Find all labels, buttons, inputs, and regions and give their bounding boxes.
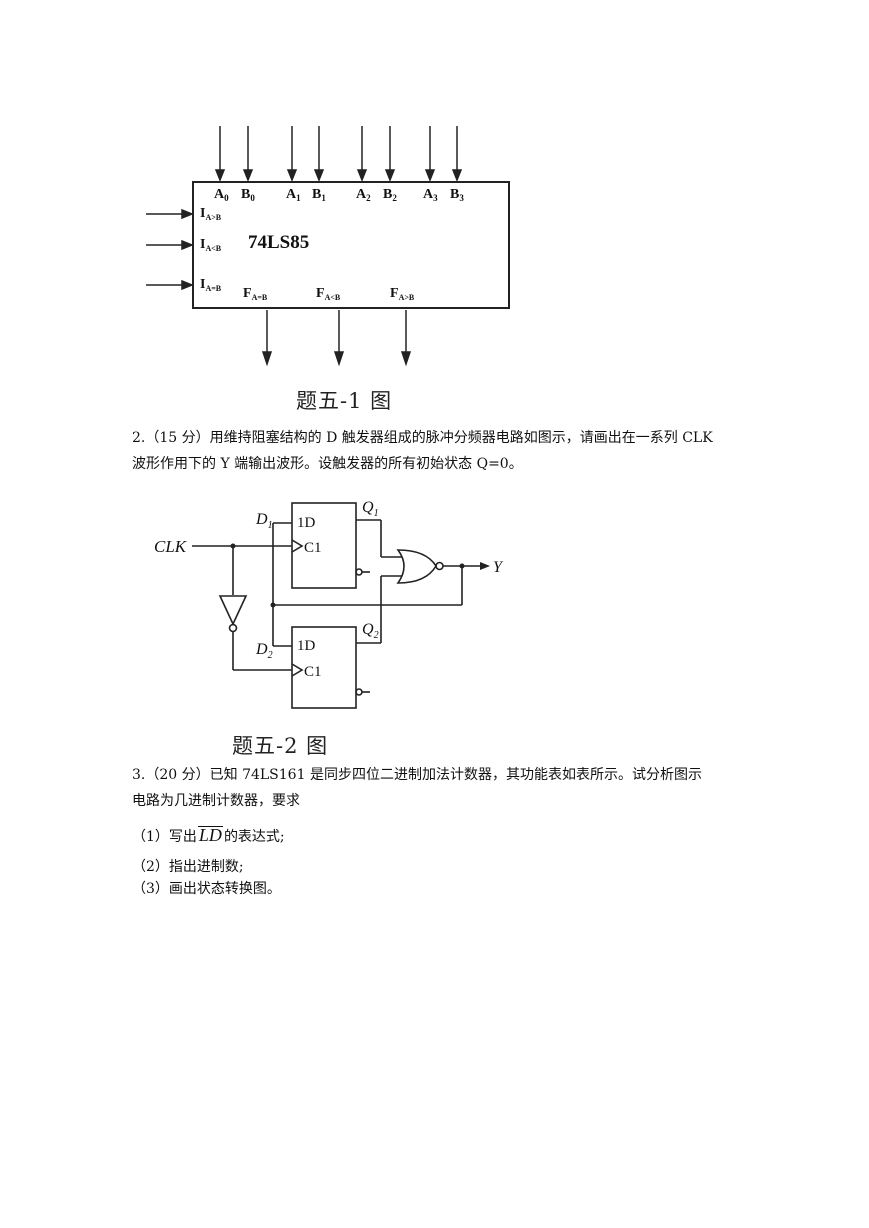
comparator-diagram: A0 B0 A1 B1 A2 B2 A3 B3 IA>B IA<B IA=B 7…	[146, 126, 510, 367]
pin-ia-lt-b: IA<B	[200, 237, 222, 253]
y-label: Y	[493, 559, 504, 576]
pin-b0: B0	[241, 187, 255, 203]
circuit-wires	[192, 502, 480, 709]
q2-label: Q2	[362, 621, 379, 641]
y-arrow	[480, 562, 490, 570]
figure-74ls85: A0 B0 A1 B1 A2 B2 A3 B3 IA>B IA<B IA=B 7…	[140, 120, 530, 375]
output-labels: FA=B FA<B FA>B	[243, 286, 415, 302]
ff1-c-label: C1	[304, 540, 322, 556]
question-3-item-2: （2）指出进制数;	[132, 859, 244, 875]
q1-label: Q1	[362, 499, 379, 519]
pin-ia-eq-b: IA=B	[200, 277, 222, 293]
question-2-line-1: 2.（15 分）用维持阻塞结构的 D 触发器组成的脉冲分频器电路如图示，请画出在…	[132, 430, 713, 446]
left-input-arrows	[146, 208, 195, 291]
left-pin-labels: IA>B IA<B IA=B	[200, 206, 222, 293]
pin-fa-lt-b: FA<B	[316, 286, 341, 302]
top-pin-labels: A0 B0 A1 B1 A2 B2 A3 B3	[214, 187, 464, 203]
pin-b3: B3	[450, 187, 464, 203]
question-3-line-2: 电路为几进制计数器，要求	[132, 793, 300, 809]
d1-label: D1	[255, 511, 273, 531]
question-3-line-1: 3.（20 分）已知 74LS161 是同步四位二进制加法计数器，其功能表如表所…	[132, 767, 702, 783]
pin-fa-gt-b: FA>B	[390, 286, 415, 302]
ld-bar-symbol: LD	[197, 825, 223, 845]
pin-ia-gt-b: IA>B	[200, 206, 222, 222]
ff2-c-label: C1	[304, 664, 322, 680]
pin-a1: A1	[286, 187, 301, 203]
pin-a3: A3	[423, 187, 438, 203]
d2-label: D2	[255, 641, 273, 661]
flip-flop-2	[291, 626, 357, 709]
figure-1-caption: 题五-1 图	[296, 389, 393, 413]
pin-b2: B2	[383, 187, 397, 203]
question-3-item-3: （3）画出状态转换图。	[132, 881, 281, 897]
pin-a0: A0	[214, 187, 229, 203]
pin-a2: A2	[356, 187, 371, 203]
chip-name: 74LS85	[248, 232, 309, 253]
top-input-arrows	[214, 126, 463, 183]
question-2: 2.（15 分）用维持阻塞结构的 D 触发器组成的脉冲分频器电路如图示，请画出在…	[132, 425, 713, 477]
ff1-d-label: 1D	[297, 515, 316, 531]
clk-label: CLK	[154, 537, 188, 556]
output-arrows	[261, 310, 412, 367]
question-2-line-2: 波形作用下的 Y 端输出波形。设触发器的所有初始状态 Q=0。	[132, 456, 523, 472]
figure-2-caption: 题五-2 图	[232, 734, 329, 758]
pin-fa-eq-b: FA=B	[243, 286, 268, 302]
divider-circuit-diagram: CLK D1 D2 1D C1 1D C1 Q1 Q2 Y	[154, 499, 504, 709]
question-3: 3.（20 分）已知 74LS161 是同步四位二进制加法计数器，其功能表如表所…	[132, 762, 702, 814]
flip-flop-1	[291, 502, 357, 589]
pin-b1: B1	[312, 187, 326, 203]
junction-dots	[230, 543, 465, 608]
ff2-d-label: 1D	[297, 638, 316, 654]
figure-divider-circuit: CLK D1 D2 1D C1 1D C1 Q1 Q2 Y	[140, 488, 540, 713]
